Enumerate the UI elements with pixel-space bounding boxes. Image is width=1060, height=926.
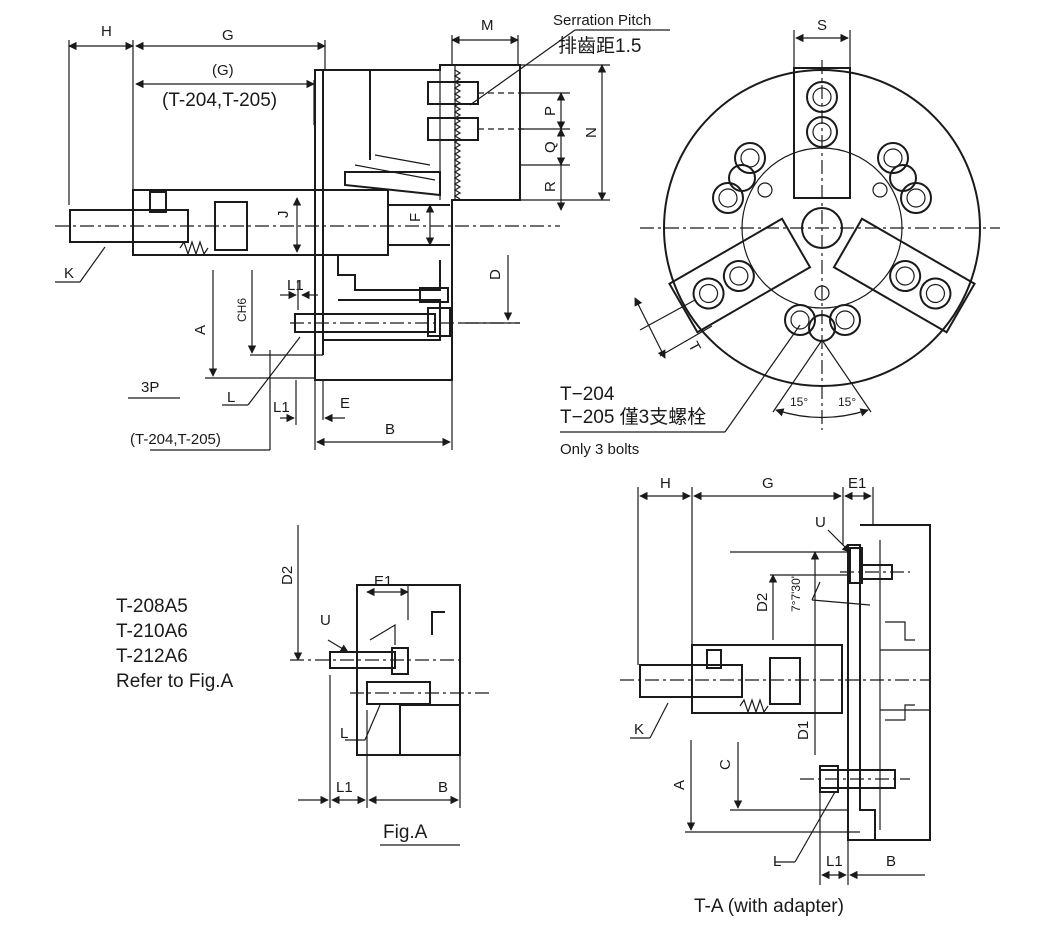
adapter-dim-A: A [671,780,688,790]
jaw-bolt-upper [427,81,479,105]
adapter-dim-G: G [762,475,774,492]
serration-title: Serration Pitch [553,12,651,29]
adapter-dim-H: H [660,475,671,492]
adapter-dim-C: C [717,759,734,770]
jaw-top [793,67,851,199]
side-view-top-left: H G (G) (T-204,T-205) M Serration Pitch … [55,12,670,451]
fig-a-caption: Fig.A [383,822,428,843]
angle-left: 15° [790,395,808,409]
adapter-spring-icon [739,698,769,714]
spring-icon [179,240,209,256]
dim-A: A [192,325,209,335]
fig-a-dim-D2: D2 [279,566,296,585]
adapter-drawbar [691,644,843,714]
dim-T: T [684,339,703,355]
dim-L1-top: L1 [287,277,304,294]
adapter-dim-E1: E1 [848,475,866,492]
front-view-circle: S [560,17,1000,458]
dim-G: G [222,27,234,44]
center-bore [801,207,843,249]
drawbar-rod [69,209,189,243]
fig-a-dim-L1: L1 [336,779,353,796]
fig-a-dim-U: U [320,612,331,629]
adapter-angle: 7°7'30" [789,574,803,612]
dim-S: S [817,17,827,34]
jaw-bolt-lower [427,117,479,141]
adapter-dim-D1: D1 [795,721,812,740]
dim-H: H [101,23,112,40]
fig-a-dim-L: L [340,725,348,742]
dim-D: D [487,269,504,280]
adapter-dim-L1: L1 [826,853,843,870]
note-t204: T−204 [560,384,615,405]
refer-fig-a: Refer to Fig.A [116,671,234,692]
note-only-3-bolts: Only 3 bolts [560,441,639,458]
adapter-view: H G E1 U 7°7'30" D2 [620,475,931,917]
dim-F: F [407,213,424,222]
dim-CH6: CH6 [235,298,249,322]
drawbar-body [132,189,389,256]
angle-right: 15° [838,395,856,409]
dim-L-models: (T-204,T-205) [130,431,221,448]
adapter-dim-B: B [886,853,896,870]
bolt-cluster-upper-left [712,142,773,214]
adapter-dim-U: U [815,514,826,531]
dim-L1-bottom: L1 [273,399,290,416]
serration-teeth [453,69,462,200]
dim-N: N [583,127,600,138]
dim-Q: Q [542,141,559,153]
adapter-dim-D2: D2 [754,593,771,612]
adapter-dim-K: K [634,721,644,738]
bolt-cluster-bottom [784,285,861,342]
serration-value: 排齒距1.5 [558,35,641,57]
dim-P: P [542,106,559,116]
fig-a-dim-B: B [438,779,448,796]
model-t210a6: T-210A6 [116,621,188,642]
chuck-body-outline [314,64,521,381]
dim-J: J [275,211,292,219]
jaw-right [832,217,976,334]
note-t205: T−205 僅3支螺栓 [560,406,706,428]
bolt-cluster-upper-right [872,142,932,214]
dim-R: R [542,181,559,192]
adapter-caption: T-A (with adapter) [694,896,844,917]
dim-K: K [64,265,74,282]
jaw-left [668,217,812,334]
dim-B: B [385,421,395,438]
dim-G-models: (T-204,T-205) [162,90,277,111]
fig-a: T-208A5 T-210A6 T-212A6 Refer to Fig.A D… [116,525,490,846]
dim-E: E [340,395,350,412]
dim-M: M [481,17,494,34]
model-t208a5: T-208A5 [116,596,188,617]
dim-G-paren: (G) [212,62,234,79]
model-t212a6: T-212A6 [116,646,188,667]
adapter-dim-L: L [773,853,781,870]
label-3P: 3P [141,379,159,396]
fig-a-dim-E1: E1 [374,573,392,590]
dim-L: L [227,389,235,406]
